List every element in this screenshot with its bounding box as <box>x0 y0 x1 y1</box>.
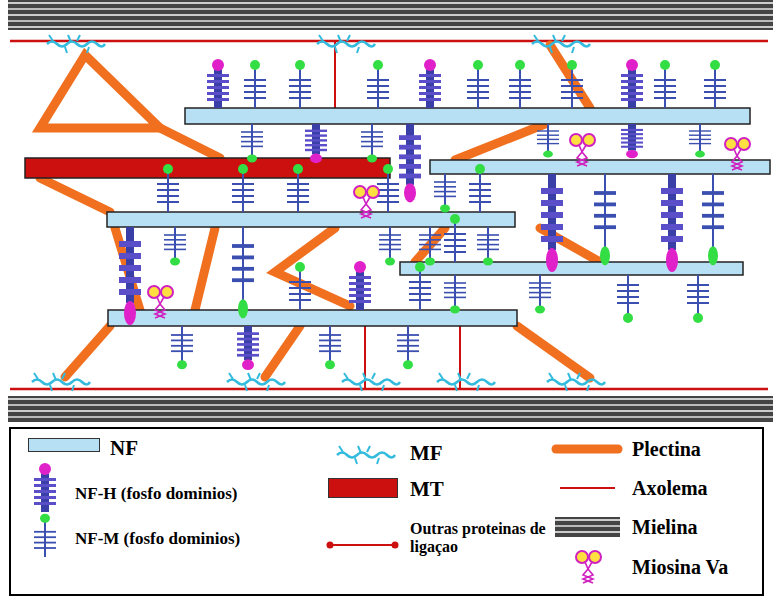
legend-label: MT <box>410 478 444 501</box>
legend-label: NF-H (fosfo dominios) <box>75 485 305 504</box>
nf-sidearms <box>119 59 726 370</box>
myosin-va <box>148 134 750 318</box>
legend-label: NF-M (fosfo dominios) <box>75 530 305 549</box>
neurofilament <box>107 108 770 326</box>
legend-label: Mielina <box>632 516 698 538</box>
legend-label: Axolema <box>632 477 708 499</box>
axolemma <box>10 388 768 391</box>
microtubule <box>25 158 390 178</box>
myelin <box>8 0 773 30</box>
legend-label: Plectina <box>632 438 701 460</box>
myelin <box>8 396 773 422</box>
legend-label: NF <box>110 437 138 460</box>
legend-swatch <box>28 438 100 452</box>
legend-label: MF <box>410 442 443 465</box>
microfilament <box>32 35 605 391</box>
legend-sample <box>34 446 620 583</box>
plectin <box>40 45 600 378</box>
legend-label: Outras proteinas de ligaçao <box>410 520 550 555</box>
axolemma <box>10 40 768 43</box>
legend-frame <box>10 428 763 595</box>
legend-swatch <box>328 478 398 498</box>
legend-label: Miosina Va <box>632 556 728 578</box>
